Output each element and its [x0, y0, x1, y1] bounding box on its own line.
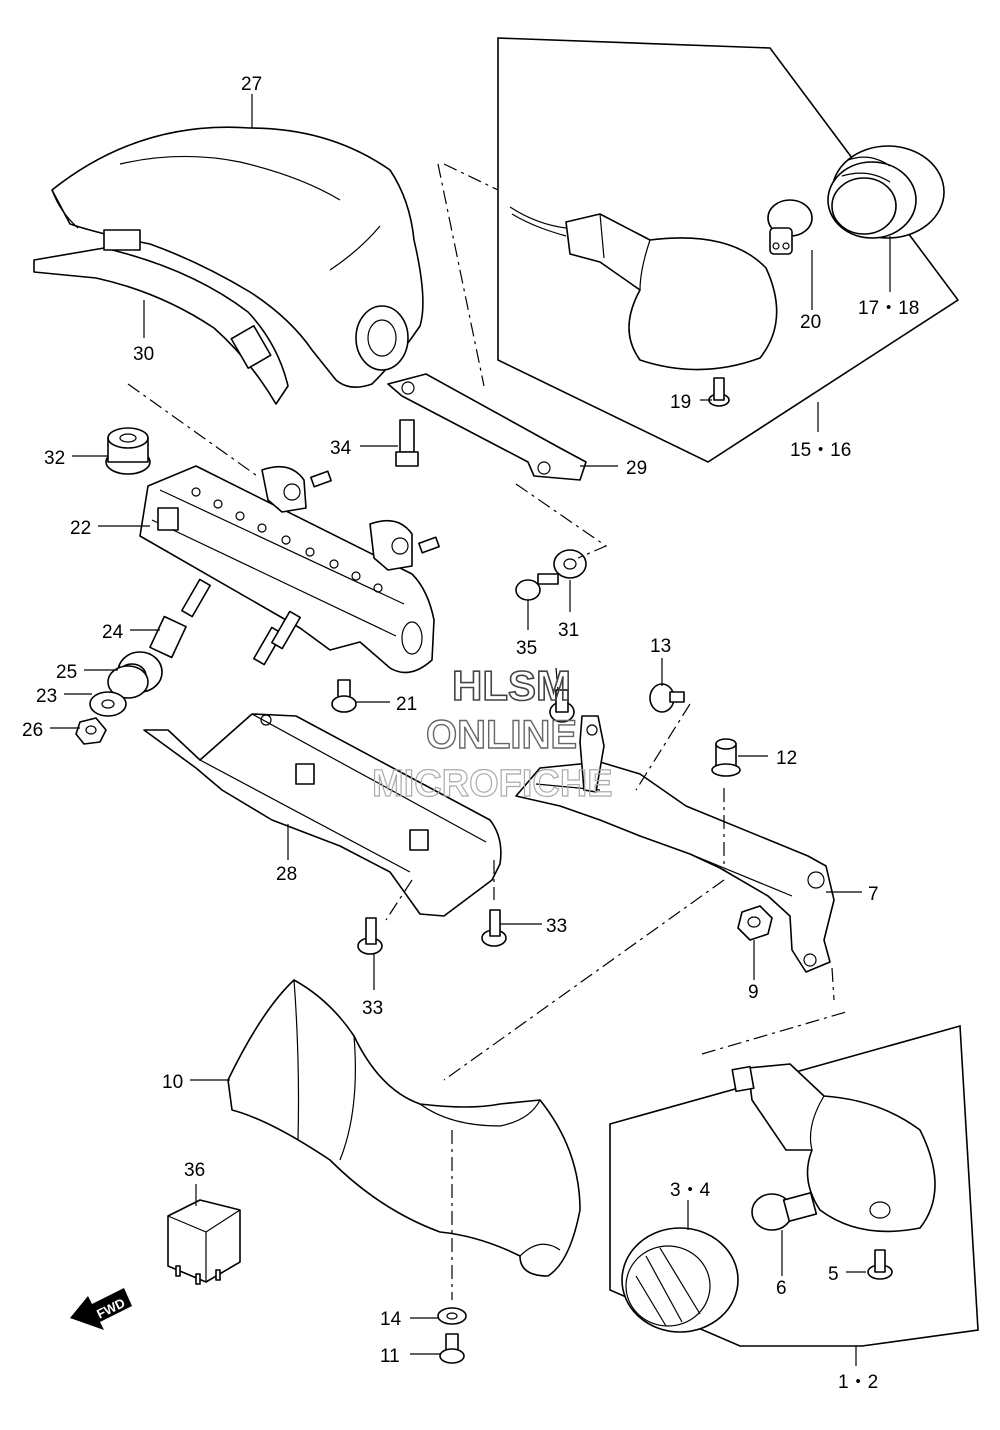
- label-27: 27: [241, 74, 262, 95]
- turn-signal-rear-group: [497, 37, 960, 463]
- watermark-line-3: MICROFICHE: [372, 763, 613, 805]
- leader-lines: [50, 94, 891, 1366]
- nut-9: [737, 905, 773, 941]
- watermark-line-1: HLSM: [452, 662, 571, 709]
- screw-35: [515, 573, 559, 601]
- rear-fender-27: [51, 126, 424, 388]
- label-11: 11: [380, 1346, 400, 1367]
- screw-33-b: [481, 909, 507, 947]
- label-35: 35: [516, 638, 537, 659]
- label-32: 32: [44, 448, 65, 469]
- reflector-strip-30: [33, 229, 289, 405]
- assembly-lines: [127, 163, 847, 1300]
- fwd-label: FWD: [94, 1295, 127, 1321]
- label-22: 22: [70, 518, 91, 539]
- grommet-32: [105, 427, 151, 475]
- stud-bolts: [181, 470, 440, 666]
- grommet-small: [549, 689, 575, 723]
- washer-14: [437, 1307, 467, 1325]
- cover-10: [227, 979, 581, 1277]
- lens-3-4: [621, 1227, 739, 1333]
- label-31: 31: [558, 620, 579, 641]
- label-17-18: 17・18: [858, 298, 919, 319]
- relay-36: [167, 1199, 241, 1285]
- label-14: 14: [380, 1309, 402, 1330]
- label-5: 5: [828, 1264, 839, 1285]
- label-23: 23: [36, 686, 57, 707]
- cap-nut-13: [649, 683, 685, 713]
- label-36: 36: [184, 1160, 205, 1181]
- label-21: 21: [396, 694, 417, 715]
- nut-26: [75, 717, 107, 745]
- label-28: 28: [276, 864, 297, 885]
- collar-24: [149, 615, 187, 659]
- label-33-a: 33: [362, 998, 383, 1019]
- bolt-21: [331, 679, 357, 713]
- label-20: 20: [800, 312, 821, 333]
- bulb-20: [767, 199, 813, 255]
- bolt-34: [395, 419, 419, 467]
- spacer-31: [553, 549, 587, 579]
- label-10: 10: [162, 1072, 183, 1093]
- label-24: 24: [102, 622, 124, 643]
- screw-33-a: [357, 917, 383, 955]
- grommet-25: [107, 651, 163, 699]
- turn-signal-front-group: [609, 1024, 979, 1347]
- screw-5: [867, 1249, 893, 1280]
- label-3-4: 3・4: [670, 1180, 711, 1201]
- label-30: 30: [133, 344, 154, 365]
- bracket-29: [387, 373, 587, 481]
- bulb-6: [751, 1191, 818, 1231]
- turn-signal-body: [565, 213, 778, 371]
- bracket-22: [139, 465, 435, 674]
- watermark-line-2: ONLINE: [426, 713, 577, 757]
- label-9: 9: [748, 982, 759, 1003]
- label-13: 13: [650, 636, 671, 657]
- label-7: 7: [868, 884, 879, 905]
- fender-hole: [355, 305, 409, 371]
- group-box-15-16: [497, 37, 960, 463]
- screw-11: [439, 1333, 465, 1364]
- label-12: 12: [776, 748, 797, 769]
- label-33-b: 33: [546, 916, 567, 937]
- part-labels: 27 30 32 22 34 29 24 25 23 26 21 28 35 3…: [22, 74, 919, 1393]
- watermark: HLSM ONLINE MICROFICHE: [371, 661, 613, 805]
- label-26: 26: [22, 720, 43, 741]
- label-15-16: 15・16: [790, 440, 851, 461]
- label-25: 25: [56, 662, 77, 683]
- label-19: 19: [670, 392, 691, 413]
- screw-19: [708, 377, 730, 407]
- fwd-arrow-icon: FWD: [70, 1288, 132, 1330]
- group-box-1-2: [609, 1024, 979, 1347]
- collar-12: [711, 738, 741, 777]
- label-6: 6: [776, 1278, 787, 1299]
- lens-17-18: [827, 145, 945, 239]
- label-1-2: 1・2: [838, 1372, 878, 1393]
- bracket-7: [515, 715, 835, 973]
- washer-23: [89, 691, 127, 717]
- label-34: 34: [330, 438, 352, 459]
- bracket-28: [143, 713, 502, 917]
- label-29: 29: [626, 458, 647, 479]
